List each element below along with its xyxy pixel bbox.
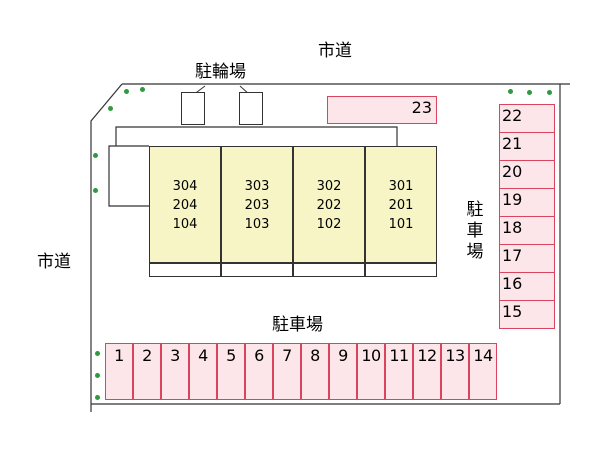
parking-space: 4: [189, 343, 217, 400]
parking-label-char: 場: [466, 242, 484, 262]
building-unit: 301 201 101: [365, 146, 437, 263]
building-unit: 303 203 103: [221, 146, 293, 263]
tree-dot-icon: [124, 89, 129, 94]
unit-balcony: [365, 263, 437, 277]
parking-space: 2: [133, 343, 161, 400]
parking-space: 23: [327, 96, 437, 124]
parking-space: 3: [161, 343, 189, 400]
unit-room-numbers: 303 203 103: [222, 177, 292, 234]
parking-space: 20: [499, 160, 555, 189]
unit-room-numbers: 304 204 104: [150, 177, 220, 234]
unit-balcony: [293, 263, 365, 277]
parking-space: 13: [441, 343, 469, 400]
unit-balcony: [149, 263, 221, 277]
room-number: 104: [172, 217, 198, 232]
parking-label-center: 駐車場: [272, 315, 323, 335]
room-number: 302: [316, 179, 342, 194]
room-number: 203: [244, 198, 270, 213]
room-number: 304: [172, 179, 198, 194]
unit-room-numbers: 301 201 101: [366, 177, 436, 234]
unit-balcony: [221, 263, 293, 277]
tree-dot-icon: [527, 90, 532, 95]
parking-space: 1: [105, 343, 133, 400]
tree-dot-icon: [108, 106, 113, 111]
room-number: 103: [244, 217, 270, 232]
room-number: 202: [316, 198, 342, 213]
bicycle-rack: [239, 92, 263, 125]
parking-space: 5: [217, 343, 245, 400]
parking-space: 18: [499, 216, 555, 245]
building-unit: 302 202 102: [293, 146, 365, 263]
building-roof-outline: [115, 126, 398, 146]
road-label-top: 市道: [318, 41, 352, 61]
room-number: 102: [316, 217, 342, 232]
room-number: 301: [388, 179, 414, 194]
parking-space: 11: [385, 343, 413, 400]
tree-dot-icon: [95, 373, 100, 378]
parking-space: 19: [499, 188, 555, 217]
parking-label-vertical: 駐 車 場: [466, 200, 484, 263]
parking-space: 6: [245, 343, 273, 400]
room-number: 101: [388, 217, 414, 232]
property-boundary-left: [90, 83, 123, 412]
tree-dot-icon: [140, 87, 145, 92]
parking-space: 15: [499, 300, 555, 329]
parking-space: 22: [499, 104, 555, 133]
building-unit: 304 204 104: [149, 146, 221, 263]
tree-dot-icon: [95, 395, 100, 400]
parking-space: 21: [499, 132, 555, 161]
room-number: 303: [244, 179, 270, 194]
parking-label-char: 車: [466, 221, 484, 241]
bicycle-rack: [181, 92, 205, 125]
tree-dot-icon: [547, 90, 552, 95]
road-label-left: 市道: [37, 252, 71, 272]
bicycle-parking-label: 駐輪場: [195, 62, 246, 82]
parking-space: 10: [357, 343, 385, 400]
parking-space: 8: [301, 343, 329, 400]
parking-label-char: 駐: [466, 200, 484, 220]
tree-dot-icon: [508, 89, 513, 94]
parking-space: 12: [413, 343, 441, 400]
parking-space: 16: [499, 272, 555, 301]
tree-dot-icon: [95, 351, 100, 356]
parking-space: 7: [273, 343, 301, 400]
parking-space: 9: [329, 343, 357, 400]
unit-room-numbers: 302 202 102: [294, 177, 364, 234]
room-number: 204: [172, 198, 198, 213]
parking-space: 17: [499, 244, 555, 273]
tree-dot-icon: [93, 188, 98, 193]
room-number: 201: [388, 198, 414, 213]
tree-dot-icon: [93, 153, 98, 158]
parking-space: 14: [469, 343, 497, 400]
building-annex-left: [108, 145, 149, 207]
